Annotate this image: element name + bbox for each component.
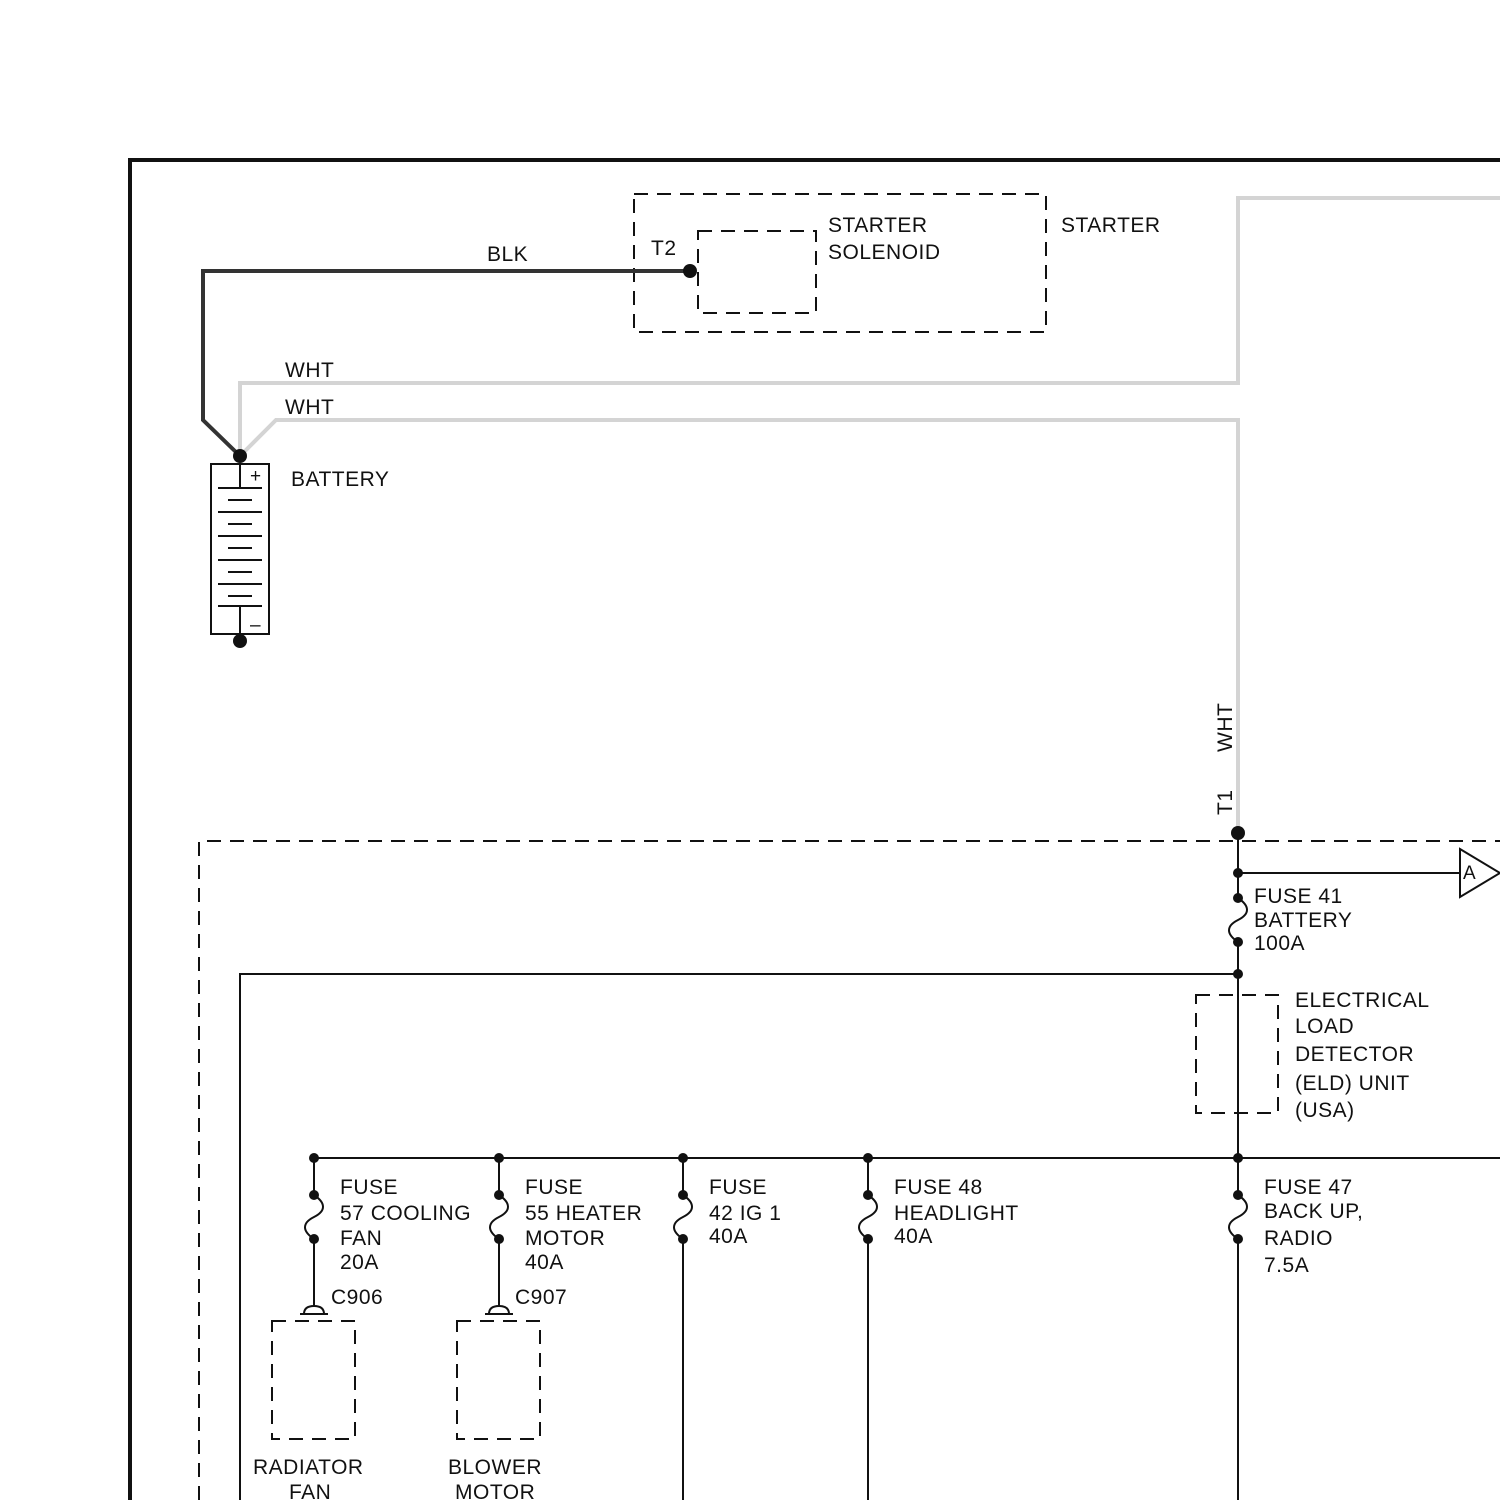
t2-label: T2: [651, 237, 677, 260]
wht-vertical-label: WHT: [1214, 703, 1237, 752]
svg-text:BLOWER: BLOWER: [448, 1456, 542, 1479]
svg-text:LOAD: LOAD: [1295, 1015, 1354, 1038]
fuse-47-label: FUSE 47 BACK UP, RADIO 7.5A: [1264, 1176, 1363, 1277]
svg-text:7.5A: 7.5A: [1264, 1254, 1309, 1277]
battery-label: BATTERY: [291, 468, 389, 491]
junction-a: [1233, 868, 1243, 878]
fuse-48-label: FUSE 48 HEADLIGHT 40A: [894, 1176, 1019, 1248]
fuse-47-icon: [1229, 1195, 1247, 1239]
fuse-48-icon: [859, 1195, 877, 1239]
svg-text:FUSE: FUSE: [525, 1176, 583, 1199]
battery-plus-label: +: [250, 466, 261, 487]
blower-motor-box: [457, 1321, 540, 1439]
svg-text:57 COOLING: 57 COOLING: [340, 1202, 471, 1225]
fuse-42-icon: [674, 1195, 692, 1239]
svg-text:(USA): (USA): [1295, 1099, 1355, 1122]
svg-text:RADIO: RADIO: [1264, 1227, 1333, 1250]
fuse-55-label: FUSE 55 HEATER MOTOR 40A: [525, 1176, 642, 1274]
svg-text:ELECTRICAL: ELECTRICAL: [1295, 989, 1430, 1012]
svg-text:HEADLIGHT: HEADLIGHT: [894, 1202, 1019, 1225]
svg-text:FUSE 47: FUSE 47: [1264, 1176, 1353, 1199]
svg-text:DETECTOR: DETECTOR: [1295, 1043, 1414, 1066]
svg-text:BATTERY: BATTERY: [1254, 909, 1352, 932]
svg-text:(ELD) UNIT: (ELD) UNIT: [1295, 1072, 1410, 1095]
svg-text:FUSE 48: FUSE 48: [894, 1176, 983, 1199]
fuse-41-icon: [1229, 898, 1247, 942]
blk-wire: [203, 271, 690, 456]
radiator-fan-box: [272, 1321, 355, 1439]
svg-text:FAN: FAN: [289, 1481, 331, 1500]
fuse-41-label: FUSE 41 BATTERY 100A: [1254, 885, 1352, 955]
battery-negative-terminal: [233, 634, 247, 648]
connector-a-label: A: [1463, 863, 1476, 884]
battery-positive-terminal: [233, 449, 247, 463]
svg-text:FUSE 41: FUSE 41: [1254, 885, 1343, 908]
svg-text:55 HEATER: 55 HEATER: [525, 1202, 642, 1225]
starter-solenoid-box: [698, 231, 816, 313]
blk-label: BLK: [487, 243, 528, 266]
eld-label: ELECTRICAL LOAD DETECTOR (ELD) UNIT (USA…: [1295, 989, 1430, 1122]
svg-text:100A: 100A: [1254, 932, 1305, 955]
starter-label: STARTER: [1061, 214, 1161, 237]
svg-text:FAN: FAN: [340, 1227, 382, 1250]
svg-text:20A: 20A: [340, 1251, 379, 1274]
t1-label: T1: [1214, 789, 1237, 815]
fuse-42-label: FUSE 42 IG 1 40A: [709, 1176, 781, 1248]
wht-label-upper: WHT: [285, 359, 334, 382]
wht-label-lower: WHT: [285, 396, 334, 419]
svg-text:40A: 40A: [525, 1251, 564, 1274]
svg-text:MOTOR: MOTOR: [525, 1227, 605, 1250]
c907-label: C907: [515, 1286, 567, 1309]
fuse-57-icon: [305, 1195, 323, 1239]
battery-cells-icon: [218, 464, 262, 634]
fuse-57-label: FUSE 57 COOLING FAN 20A: [340, 1176, 471, 1274]
svg-text:42 IG 1: 42 IG 1: [709, 1202, 781, 1225]
t2-terminal: [683, 264, 697, 278]
svg-text:BACK UP,: BACK UP,: [1264, 1200, 1363, 1223]
radiator-fan-label: RADIATOR FAN: [253, 1456, 364, 1500]
c907-connector-icon: [489, 1306, 509, 1314]
c906-label: C906: [331, 1286, 383, 1309]
blower-motor-label: BLOWER MOTOR: [448, 1456, 542, 1500]
svg-text:40A: 40A: [709, 1225, 748, 1248]
svg-text:40A: 40A: [894, 1225, 933, 1248]
svg-text:MOTOR: MOTOR: [455, 1481, 535, 1500]
svg-text:RADIATOR: RADIATOR: [253, 1456, 364, 1479]
battery-minus-label: –: [250, 615, 261, 636]
c906-connector-icon: [304, 1306, 324, 1314]
starter-solenoid-label-2: SOLENOID: [828, 241, 941, 264]
wht-wire-lower: [240, 420, 1238, 833]
starter-solenoid-label-1: STARTER: [828, 214, 928, 237]
fuse-55-icon: [490, 1195, 508, 1239]
svg-text:FUSE: FUSE: [340, 1176, 398, 1199]
svg-text:FUSE: FUSE: [709, 1176, 767, 1199]
